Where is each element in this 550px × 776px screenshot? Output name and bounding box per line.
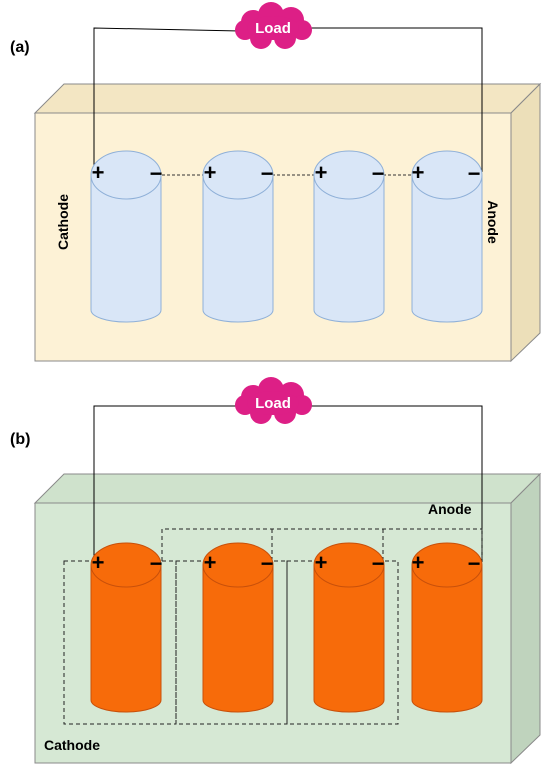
cell-a-3: [313, 150, 385, 323]
wire-a-right: [305, 27, 483, 172]
cell-b-4: [411, 542, 483, 713]
minus-b-2: −: [261, 551, 274, 576]
box-a-top: [33, 83, 542, 114]
wire-a-left: [93, 27, 241, 172]
cell-b-2: [202, 542, 274, 713]
plus-b-1: +: [92, 550, 105, 575]
cell-a-1: [90, 150, 162, 323]
plus-a-4: +: [412, 160, 425, 185]
cathode-b-label: Cathode: [44, 737, 100, 753]
box-b-side: [510, 472, 541, 765]
plus-a-3: +: [315, 160, 328, 185]
anode-b-label: Anode: [428, 501, 472, 517]
cell-a-4: [411, 150, 483, 323]
minus-a-1: −: [150, 161, 163, 186]
wire-b-right: [305, 405, 483, 562]
cell-b-3: [313, 542, 385, 713]
minus-b-1: −: [150, 551, 163, 576]
anode-a-label: Anode: [485, 200, 501, 244]
load-b-cloud: Load: [235, 377, 312, 424]
load-a-label: Load: [255, 20, 291, 37]
minus-a-3: −: [372, 161, 385, 186]
minus-b-3: −: [372, 551, 385, 576]
plus-b-4: +: [412, 550, 425, 575]
plus-b-3: +: [315, 550, 328, 575]
panel-b-tag: (b): [10, 431, 30, 448]
panel-b: (b) Load: [10, 377, 542, 765]
cell-a-2: [202, 150, 274, 323]
box-a-side: [510, 82, 541, 363]
plus-a-2: +: [204, 160, 217, 185]
load-b-label: Load: [255, 395, 291, 412]
wire-b-left: [93, 405, 240, 562]
panel-a-tag: (a): [10, 39, 30, 56]
cathode-a-label: Cathode: [55, 194, 71, 250]
minus-b-4: −: [468, 551, 481, 576]
cell-b-1: [90, 542, 162, 713]
plus-b-2: +: [204, 550, 217, 575]
plus-a-1: +: [92, 160, 105, 185]
load-a-cloud: Load: [235, 2, 312, 49]
minus-a-4: −: [468, 161, 481, 186]
minus-a-2: −: [261, 161, 274, 186]
box-b-top: [33, 473, 542, 504]
panel-a: (a) Load: [10, 2, 542, 363]
